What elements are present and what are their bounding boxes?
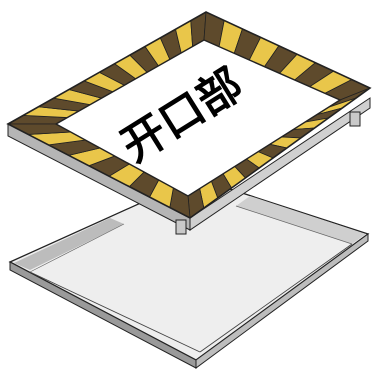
- base-plate-edge-right: [195, 233, 369, 369]
- base-plate-groove-2: [199, 243, 353, 353]
- base-plate-groove-3: [235, 205, 353, 245]
- base-plate-groove: [29, 271, 201, 353]
- base-plate-groove-4: [29, 223, 125, 273]
- striped-frame: [6, 11, 372, 219]
- opening-panel: [54, 39, 342, 197]
- frame-rim-right: [189, 97, 371, 231]
- frame-foot-1: [175, 219, 187, 235]
- base-plate-shade-right: [236, 196, 366, 244]
- base-plate-shade-left: [14, 218, 124, 270]
- frame-foot-2: [349, 111, 361, 127]
- frame-outer-border: [6, 11, 372, 219]
- base-plate: [8, 177, 370, 369]
